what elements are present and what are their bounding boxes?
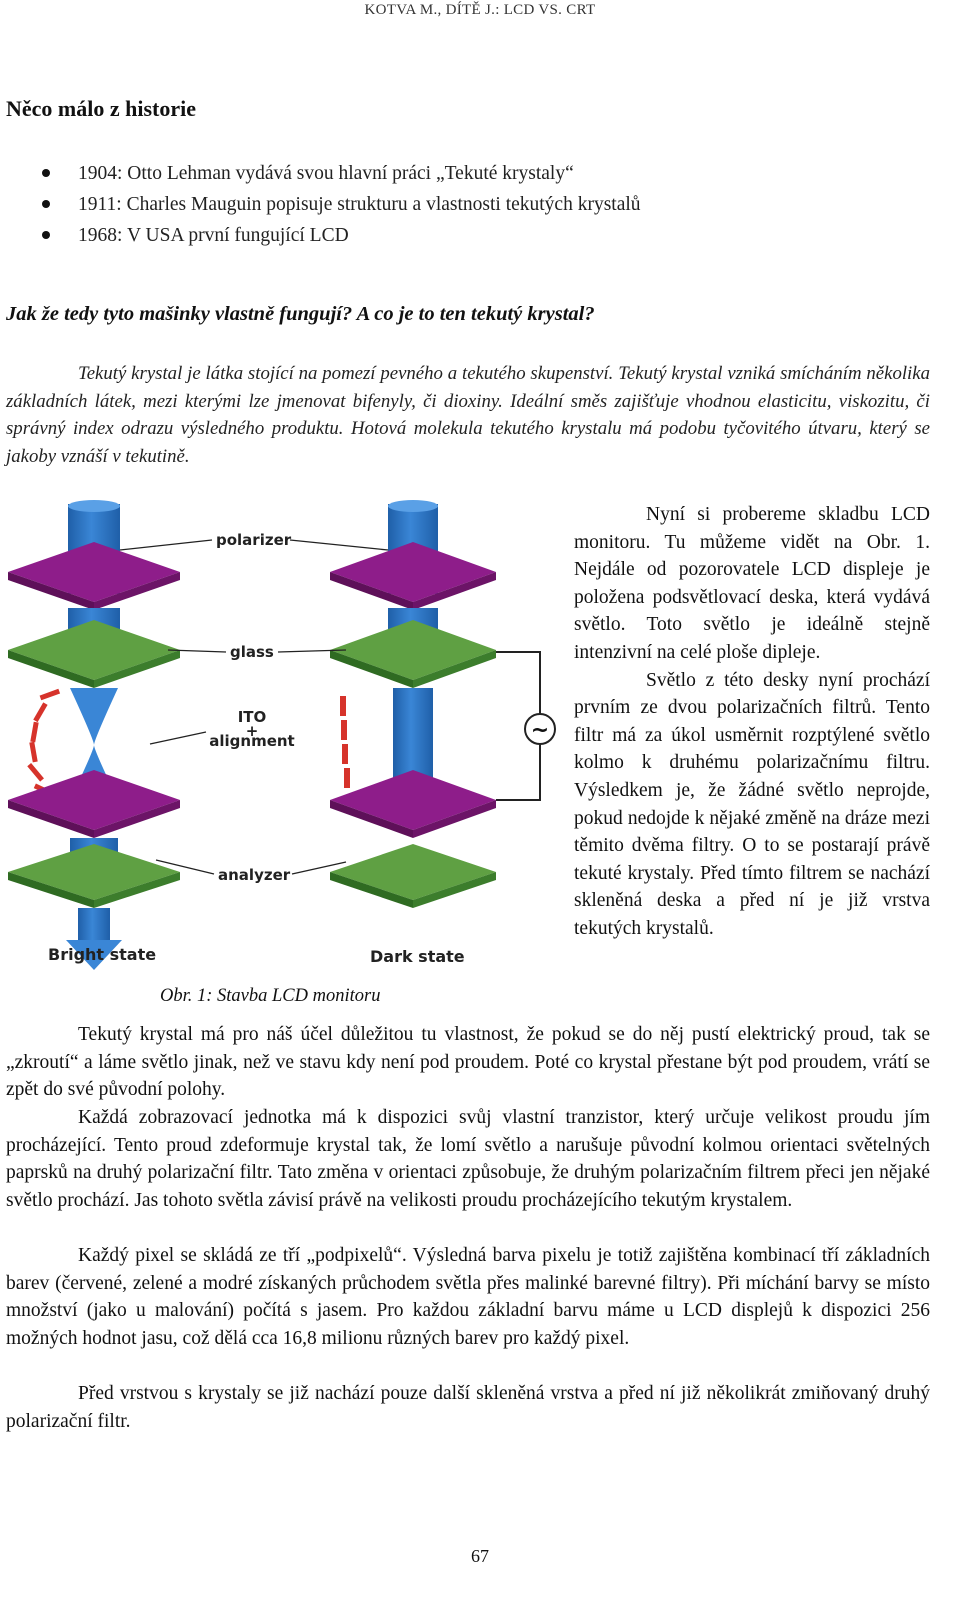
label-dark-state: Dark state [370,947,465,966]
body-paragraph: Tekutý krystal má pro náš účel důležitou… [6,1024,930,1101]
body-paragraph: Každý pixel se skládá ze tří „podpixelů“… [6,1245,930,1349]
plate-edge [413,572,496,610]
plate-edge [8,800,94,838]
glass-plate [330,620,496,680]
plate-edge [94,872,180,908]
liquid-crystal-chain [27,688,61,798]
twisted-beam [70,688,118,800]
plate-edge [330,572,413,610]
plate-edge [94,650,180,688]
exit-beam [78,908,110,942]
plate-edge [413,650,496,688]
bright-state-stack [8,500,180,970]
figure-caption: Obr. 1: Stavba LCD monitoru [160,986,381,1006]
plate-edge [8,872,94,908]
right-column-paragraph: Nyní si probereme skladbu LCD monitoru. … [574,504,930,663]
history-item: 1904: Otto Lehman vydává svou hlavní prá… [42,160,641,191]
plate-edge [330,800,413,838]
body-paragraph: Před vrstvou s krystaly se již nachází p… [6,1383,930,1432]
running-header: KOTVA M., DÍTĚ J.: LCD VS. CRT [364,2,596,18]
ac-symbol: ~ [531,718,549,743]
figure-labels: polarizer glass ITO + alignment analyzer… [48,531,465,966]
page-number: 67 [471,1546,489,1566]
beam-cap [68,500,120,512]
leader-lines [119,539,389,875]
glass-plate [8,620,180,680]
arrow-down-icon [66,940,122,970]
polarizer-plate [330,542,496,602]
label-bright-state: Bright state [48,945,156,964]
plate-edge [413,872,496,908]
label-polarizer: polarizer [216,531,292,549]
polarizer-plate [8,542,180,602]
label-analyzer: analyzer [218,866,291,884]
label-alignment: alignment [209,732,294,750]
glass-plate [8,844,180,900]
analyzer-plate [8,770,180,830]
history-list: 1904: Otto Lehman vydává svou hlavní prá… [42,160,641,253]
plate-edge [413,800,496,838]
beam-cap [388,500,438,512]
plate-edge [94,800,180,838]
section-title-history: Něco málo z historie [6,96,196,121]
label-ito: ITO [238,708,267,726]
analyzer-plate [330,770,496,830]
dark-state-stack [330,500,496,908]
section-title-function: Jak že tedy tyto mašinky vlastně fungují… [6,303,595,325]
lcd-diagram: ~ polarizer glass ITO + alignment analyz… [8,500,556,970]
label-glass: glass [230,643,274,661]
glass-plate [330,844,496,900]
label-ito-plus: + [246,722,259,740]
plate-edge [330,872,413,908]
history-item: 1968: V USA první fungující LCD [42,222,641,253]
plate-edge [330,650,413,688]
intro-paragraph: Tekutý krystal je látka stojící na pomez… [6,363,930,467]
right-column-paragraph: Světlo z této desky nyní prochází prvním… [574,669,930,939]
circuit-wires [496,651,541,801]
plate-edge [8,650,94,688]
lcd-structure-figure: ~ polarizer glass ITO + alignment analyz… [0,500,560,970]
right-column-text: Nyní si probereme skladbu LCD monitoru. … [574,501,930,943]
plate-edge [8,572,94,610]
ac-source-icon [524,713,556,745]
history-item: 1911: Charles Mauguin popisuje strukturu… [42,191,641,222]
plate-edge [94,572,180,610]
body-paragraph: Každá zobrazovací jednotka má k dispozic… [6,1107,930,1211]
liquid-crystal-chain [340,696,350,788]
